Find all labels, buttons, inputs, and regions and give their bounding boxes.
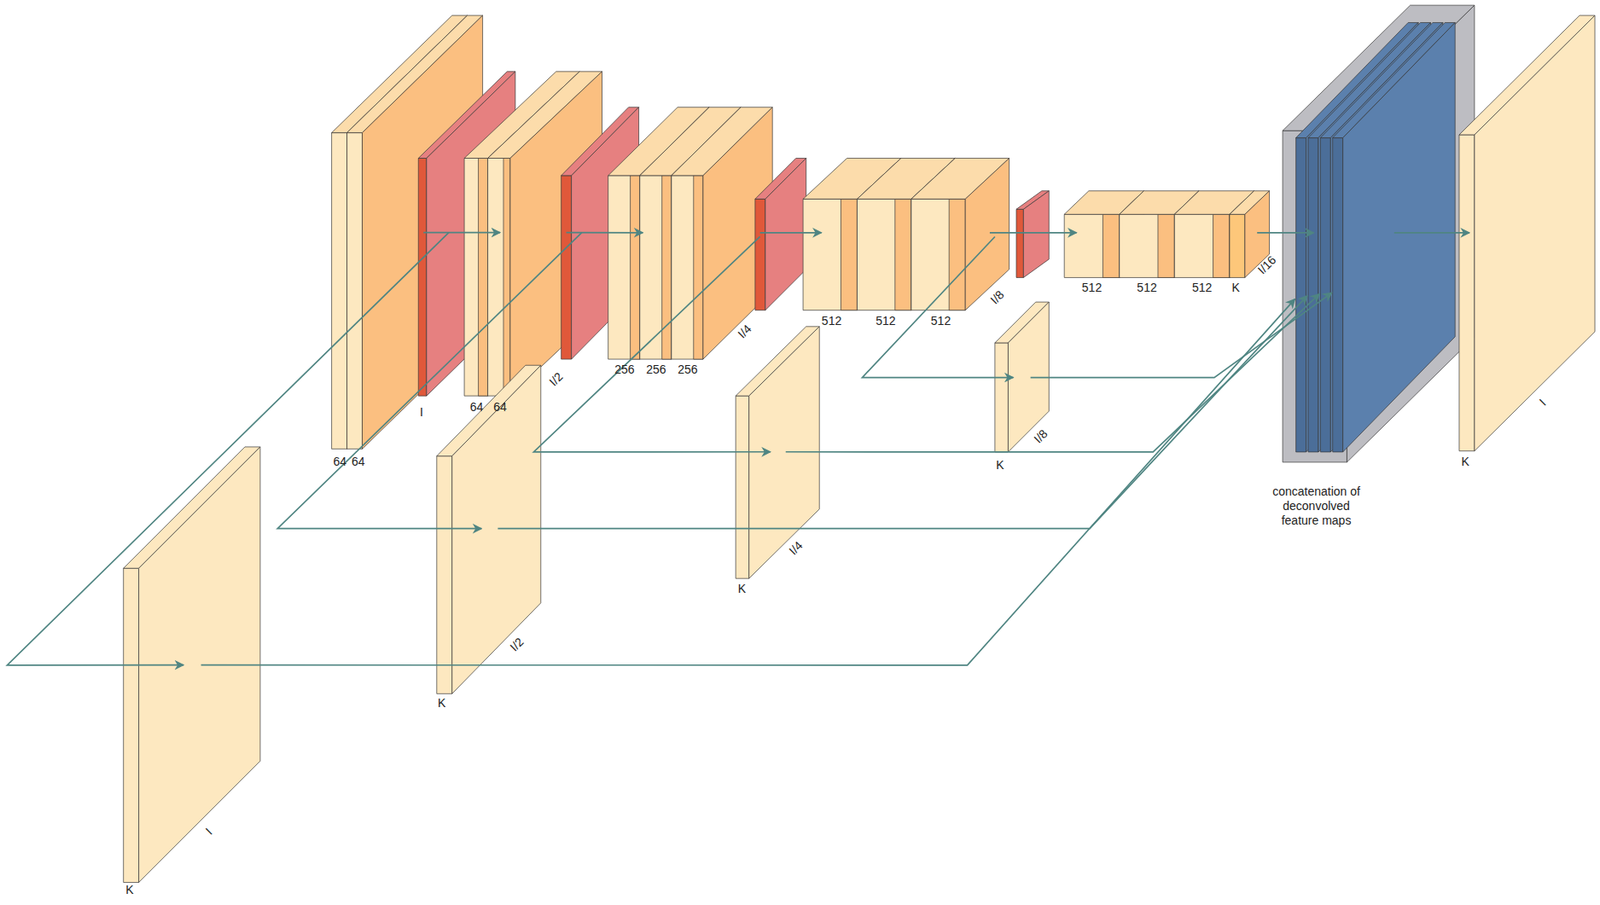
channel-label: 512 [1192,282,1212,296]
channel-label: 64 [470,401,484,415]
layer-block: 6464I [331,132,363,449]
channel-label: 256 [614,363,635,377]
layer-block: KI [1459,134,1475,452]
layer-front [856,198,911,310]
layer-block: KI/8 [994,343,1009,453]
dimension-label: I/4 [785,538,807,560]
layer-front [1459,134,1475,452]
channel-label: K [1460,455,1469,469]
layer-front [802,198,857,310]
layer-front [1119,214,1176,278]
layer-block: KI [123,568,140,883]
data-flow-arrow [1394,232,1470,234]
layer-block: KI/2 [436,456,453,695]
layer-front [123,568,140,883]
layer-front [1229,214,1246,278]
channel-label: K [738,582,746,596]
layer-front [1282,130,1347,463]
layer-front [1064,214,1120,278]
data-flow-arrow [566,232,644,234]
layer-side [1023,191,1049,279]
layer-block: 6464I/2 [464,157,511,396]
layer-block: 256256256I/4 [608,175,704,360]
layer-front [1308,138,1319,453]
channel-label: K [1231,282,1240,296]
data-flow-arrow [277,232,582,530]
data-flow-arrow [423,232,501,234]
layer-stripe [693,175,704,360]
layer-side [965,158,1009,311]
layer-block: 512512512I/8 [802,198,966,310]
layer-stripe [1102,214,1119,278]
layer-stripe [840,198,857,310]
data-flow-arrow [989,232,1077,234]
layer-stripe [478,158,489,397]
layer-front [1016,209,1024,278]
data-flow-arrow [1030,292,1333,378]
dimension-label: I/2 [506,634,529,656]
channel-label: 512 [1082,282,1102,296]
layer-front [488,158,511,397]
layer-stripe [1213,214,1230,278]
channel-label: 512 [1136,282,1157,296]
layer-front [464,158,489,397]
channel-label: K [995,459,1004,473]
channel-label: 64 [332,455,347,469]
layer-side [452,365,542,694]
channel-label: 512 [821,314,842,328]
layer-front [1332,138,1344,453]
layer-block: concatenation of deconvolved feature map… [1282,130,1347,463]
layer-stripe [630,175,640,360]
channel-label: 256 [677,363,698,377]
data-flow-arrow [6,232,449,666]
layer-front [1174,214,1230,278]
layer-stripe [662,175,672,360]
layer-front [418,158,427,397]
layer-block: 512512512KI/16 [1064,214,1246,278]
layer-side [1343,22,1456,452]
layer-front [1296,138,1307,453]
channel-label: 64 [493,401,507,415]
channel-label: 512 [875,314,896,328]
block-caption: concatenation of deconvolved feature map… [1265,484,1368,528]
data-flow-arrow [497,296,1308,530]
channel-label: K [437,697,446,710]
dimension-label: I/8 [1031,427,1051,447]
layer-front [671,175,704,360]
layer-side [426,71,516,396]
layer-side [765,158,807,311]
layer-front [755,198,766,310]
channel-label: 256 [645,363,666,377]
channel-label: 512 [930,314,951,328]
layer-stripe [503,158,511,397]
channel-label: I [419,407,424,420]
layer-block: KI/4 [735,395,750,579]
dimension-label: I/2 [546,370,566,390]
dimension-label: I/4 [735,322,755,342]
layer-stripe [895,198,912,310]
layer-front [561,175,572,360]
data-flow-arrow [861,236,1013,378]
layer-front [608,175,640,360]
layer-stripe [948,198,966,310]
data-flow-arrow [533,236,770,452]
layer-front [331,133,348,450]
data-flow-arrow [201,299,1296,666]
dimension-label: I/8 [989,288,1008,308]
layer-front [347,133,363,450]
dimension-label: I [203,826,216,838]
layer-front [911,198,966,310]
layer-front [735,395,750,579]
data-flow-arrow [1256,232,1314,234]
layer-side [1474,15,1595,452]
layer-stripe [1157,214,1175,278]
dimension-label: I [1536,397,1549,410]
channel-label: K [125,884,134,897]
channel-label: 64 [351,455,366,469]
layer-front [436,456,453,695]
layer-front [640,175,672,360]
layer-front [994,343,1009,453]
data-flow-arrow [760,232,822,234]
